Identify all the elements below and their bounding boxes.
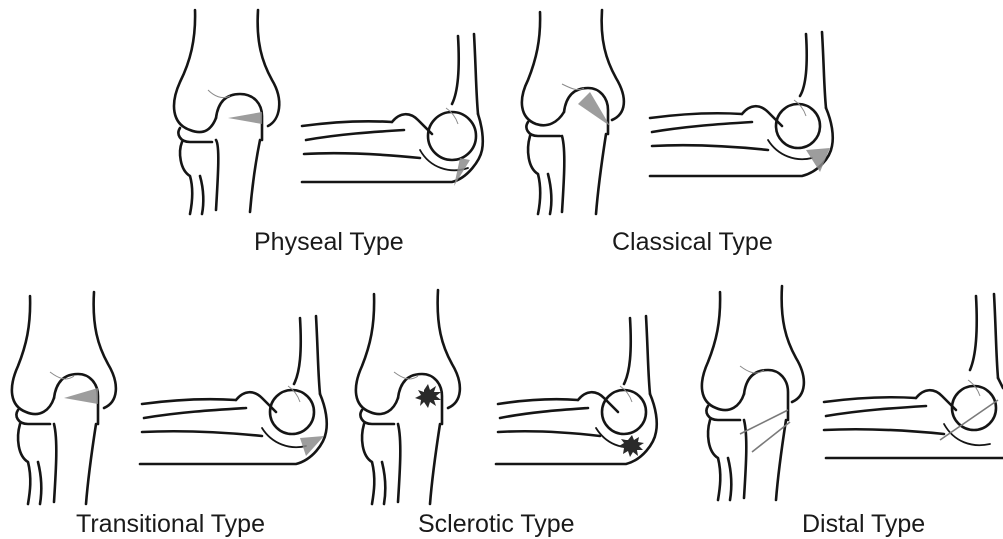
distal-ap-view [702, 286, 804, 500]
distal-lateral-view [824, 294, 1003, 458]
caption-distal: Distal Type [802, 510, 925, 539]
